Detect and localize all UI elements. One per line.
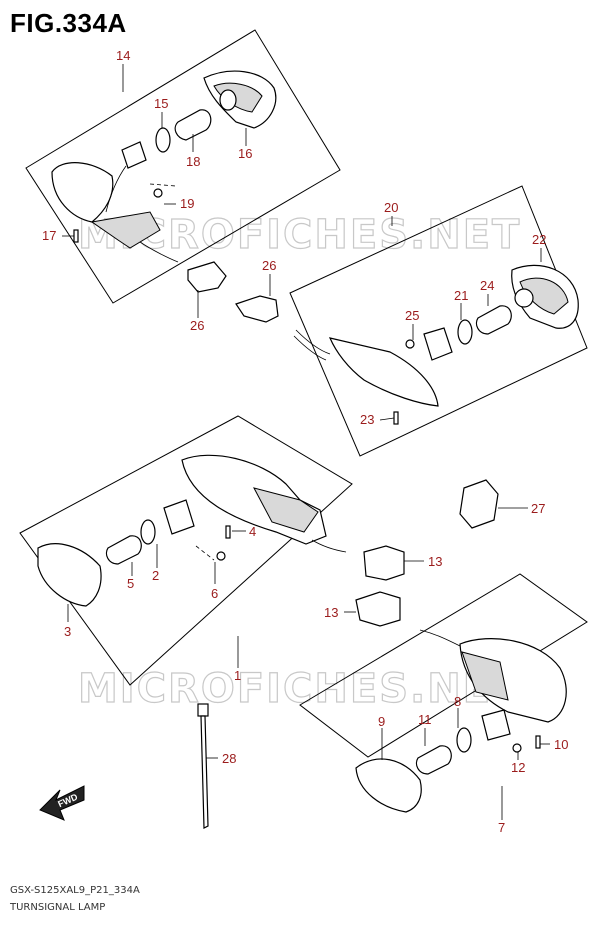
part-number-25: 25 <box>405 308 419 323</box>
assembly-box-7 <box>299 573 588 758</box>
assembly-box-1 <box>19 415 353 686</box>
part-number-7: 7 <box>498 820 505 835</box>
part-number-10: 10 <box>554 737 568 752</box>
cable-tie-28 <box>197 703 209 829</box>
lens-14 <box>51 162 114 223</box>
socket-assembly <box>105 141 147 213</box>
screw-4 <box>225 525 231 539</box>
assembly-box-14 <box>25 29 341 304</box>
lamp-housing-16 <box>203 70 277 129</box>
gasket-2 <box>140 519 156 545</box>
part-number-3: 3 <box>64 624 71 639</box>
clip-26a <box>187 261 227 293</box>
lamp-housing-22 <box>511 264 579 329</box>
part-number-16: 16 <box>238 146 252 161</box>
part-number-28: 28 <box>222 751 236 766</box>
screw-23 <box>393 411 399 425</box>
part-number-27: 27 <box>531 501 545 516</box>
watermark-bottom: MICROFICHES.NET <box>78 666 521 712</box>
part-number-13a: 13 <box>428 554 442 569</box>
assembly-box-20 <box>289 185 588 457</box>
part-number-4: 4 <box>249 524 256 539</box>
figure-name: TURNSIGNAL LAMP <box>10 902 106 913</box>
part-number-6: 6 <box>211 586 218 601</box>
lamp-housing-1 <box>181 454 347 553</box>
part-number-26b: 26 <box>190 318 204 333</box>
part-number-9: 9 <box>378 714 385 729</box>
part-number-11: 11 <box>418 712 432 727</box>
part-number-22: 22 <box>532 232 546 247</box>
part-number-21: 21 <box>454 288 468 303</box>
part-number-12: 12 <box>511 760 525 775</box>
socket-1 <box>163 499 195 535</box>
socket-8 <box>481 709 511 741</box>
bracket-14 <box>90 211 179 263</box>
lens-9 <box>355 758 422 813</box>
part-number-13b: 13 <box>324 605 338 620</box>
screw-6 <box>195 545 226 561</box>
part-number-8: 8 <box>454 694 461 709</box>
gasket-8 <box>456 727 472 753</box>
leader-lines <box>62 64 550 820</box>
gasket-21 <box>457 319 473 345</box>
bulb-5 <box>105 535 142 565</box>
socket-20 <box>405 327 453 361</box>
part-number-24: 24 <box>480 278 494 293</box>
part-number-2: 2 <box>152 568 159 583</box>
bulb-18 <box>174 109 212 141</box>
part-number-15: 15 <box>154 96 168 111</box>
part-number-17: 17 <box>42 228 56 243</box>
figure-code: GSX-S125XAL9_P21_334A <box>10 885 140 896</box>
lamp-housing-7 <box>419 629 567 723</box>
fwd-arrow-icon: FWD <box>39 785 85 821</box>
part-number-23: 23 <box>360 412 374 427</box>
part-number-14: 14 <box>116 48 130 63</box>
screw-10 <box>535 735 541 749</box>
part-number-5: 5 <box>127 576 134 591</box>
clip-26b <box>235 295 279 323</box>
clip-27 <box>459 479 499 529</box>
part-number-20: 20 <box>384 200 398 215</box>
screw-17 <box>73 229 79 243</box>
lens-20 <box>293 329 439 407</box>
part-number-26a: 26 <box>262 258 276 273</box>
lens-3 <box>37 543 102 607</box>
gasket-15 <box>155 127 171 153</box>
figure-title: FIG.334A <box>10 8 127 38</box>
clip-13a <box>363 545 405 581</box>
bulb-24 <box>475 305 512 335</box>
clip-13b <box>355 591 401 627</box>
screw-19 <box>149 183 177 198</box>
part-number-1: 1 <box>234 668 241 683</box>
bulb-11 <box>415 745 452 775</box>
part-number-18: 18 <box>186 154 200 169</box>
part-number-19: 19 <box>180 196 194 211</box>
screw-12 <box>512 743 522 753</box>
